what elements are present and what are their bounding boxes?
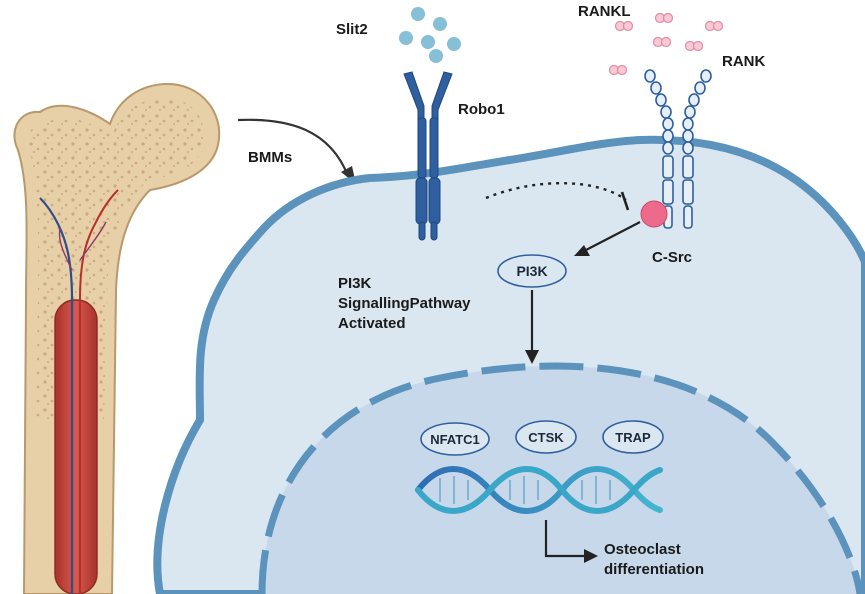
rankl-label: RANKL [578,3,631,20]
dna-strand-b [415,466,663,514]
dna-helix [415,466,663,514]
outcome-line1: Osteoclast [604,541,681,558]
outcome-arrowhead [584,549,598,563]
slit2-ligands [399,7,461,63]
ctsk-label: CTSK [528,430,564,445]
csrc-to-pi3k-arrowhead [574,245,590,256]
robo1-receptor [403,71,453,241]
pi3k-to-nucleus-arrowhead [525,350,539,364]
csrc-to-pi3k-arrow [585,221,641,251]
inhibition-bar [620,191,630,211]
slit2-ball [433,17,447,31]
pi3k-node-label: PI3K [516,263,547,279]
outcome-arrow [544,520,584,558]
slit2-label: Slit2 [336,21,368,38]
bmms-arrow [237,118,350,177]
pi3k-activated-line2: SignallingPathway [338,295,471,312]
slit2-ball [399,31,413,45]
bone-marrow-cavity [54,299,98,594]
rankl-ligands [608,12,724,76]
robo1-label: Robo1 [458,101,505,118]
inhibition-arrow [485,181,627,201]
slit2-ball [429,49,443,63]
slit2-ball [447,37,461,51]
nfatc1-node [420,422,490,456]
csrc-label: C-Src [652,249,692,266]
ctsk-node [515,420,577,454]
pi3k-activated-line3: Activated [338,315,406,332]
nuclear-envelope [258,362,864,594]
bmms-label: BMMs [248,149,292,166]
nfatc1-label: NFATC1 [430,432,480,447]
dna-rungs [439,476,611,504]
blood-vessel-branch [58,221,107,271]
pi3k-activated-line1: PI3K [338,275,372,292]
femur-bone [13,82,221,594]
slit2-ball [411,7,425,21]
trap-node [602,420,664,454]
outcome-line2: differentiation [604,561,704,578]
blood-vessel-blue [39,197,74,594]
pi3k-node [497,254,567,288]
trap-label: TRAP [615,430,651,445]
nucleus [262,366,860,594]
rank-receptor [644,69,712,229]
rank-label: RANK [722,53,765,70]
blood-vessel-red [79,189,119,594]
csrc-ball [640,200,668,228]
slit2-ball [421,35,435,49]
